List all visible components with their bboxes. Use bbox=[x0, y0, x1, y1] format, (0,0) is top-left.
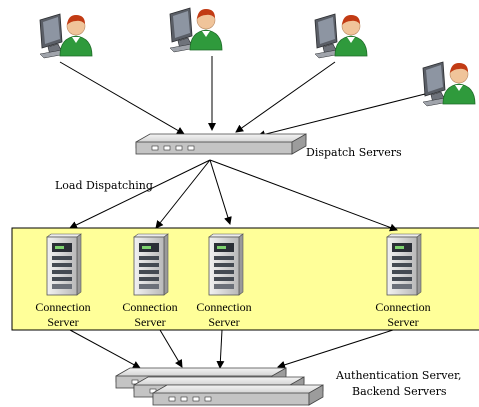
user-workstation-icon bbox=[422, 61, 476, 107]
user-workstation-icon bbox=[169, 7, 223, 53]
arrow-icon bbox=[59, 61, 185, 135]
arrow-icon bbox=[216, 329, 225, 369]
user-to-dispatch-arrows bbox=[59, 56, 426, 139]
arrow-icon bbox=[235, 61, 336, 133]
dispatch-servers-label: Dispatch Servers bbox=[306, 146, 402, 159]
auth-server-label: Authentication Server, bbox=[335, 369, 462, 382]
arrow-icon bbox=[209, 159, 232, 225]
server-label-line1: Connection bbox=[35, 300, 90, 314]
arrow-icon bbox=[155, 159, 211, 229]
server-tower-icon bbox=[208, 233, 244, 296]
server-label-line2: Server bbox=[387, 315, 418, 329]
server-label-line2: Server bbox=[47, 315, 78, 329]
arrow-icon bbox=[159, 329, 183, 368]
server-tower-icon bbox=[386, 233, 422, 296]
server-tower-icon bbox=[133, 233, 169, 296]
load-dispatching-label: Load Dispatching bbox=[55, 179, 153, 192]
arrow-icon bbox=[277, 329, 394, 369]
arrow-icon bbox=[69, 329, 141, 369]
backend-server-icon bbox=[152, 384, 324, 406]
arrow-icon bbox=[257, 93, 426, 139]
server-tower-icon bbox=[46, 233, 82, 296]
server-label-line1: Connection bbox=[196, 300, 251, 314]
dispatch-to-server-arrows bbox=[69, 159, 398, 232]
server-label-line1: Connection bbox=[375, 300, 430, 314]
server-label-line1: Connection bbox=[122, 300, 177, 314]
user-workstation-icon bbox=[39, 13, 93, 59]
user-workstation-icon bbox=[314, 13, 368, 59]
arrow-icon bbox=[69, 159, 211, 229]
server-label-line2: Server bbox=[208, 315, 239, 329]
server-labels: Connection Server Connection Server Conn… bbox=[35, 300, 430, 329]
server-to-backend-arrows bbox=[69, 329, 394, 369]
dispatch-server-icon bbox=[135, 133, 307, 155]
backend-servers-label: Backend Servers bbox=[352, 385, 447, 398]
arrow-icon bbox=[209, 159, 398, 232]
server-label-line2: Server bbox=[134, 315, 165, 329]
